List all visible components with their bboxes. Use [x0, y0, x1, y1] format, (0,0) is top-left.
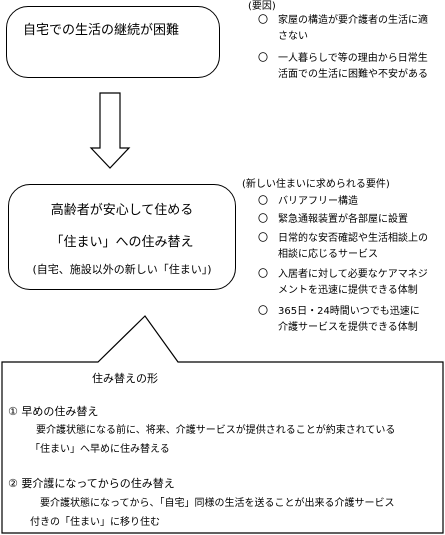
- requirement-text-line1: バリアフリー構造: [278, 196, 358, 207]
- requirement-text-line2: メントを迅速に提供できる体制: [278, 285, 418, 296]
- bullet-circle-icon: 〇: [258, 233, 268, 244]
- cause-text-line1: 一人暮らしで等の理由から日常生: [278, 53, 428, 64]
- middle-box: 高齢者が安心して住める 「住まい」への住み替え (自宅、施設以外の新しい「住まい…: [8, 184, 236, 290]
- down-arrow: [89, 92, 131, 169]
- form1-heading: ① 早めの住み替え: [8, 405, 99, 418]
- requirement-text-line1: 365日・24時間いつでも迅速に: [278, 306, 420, 317]
- requirement-text-line2: 相談に応じるサービス: [278, 249, 378, 260]
- form2-heading: ② 要介護になってからの住み替え: [8, 477, 175, 490]
- requirements-heading: (新しい住まいに求められる要件): [242, 179, 390, 190]
- cause-text-line2: 活面での生活に困難や不安がある: [278, 69, 428, 80]
- top-box-text: 自宅での生活の継続が困難: [23, 23, 180, 38]
- middle-box-line2: 「住まい」への住み替え: [50, 235, 194, 250]
- form1-desc-line2: 「住まい」へ早めに住み替える: [30, 444, 170, 455]
- relocation-forms-title: 住み替えの形: [92, 372, 158, 385]
- form1-desc-line1: 要介護状態になる前に、将来、介護サービスが提供されることが約束されている: [36, 425, 396, 436]
- cause-text-line1: 家屋の構造が要介護者の生活に適: [278, 15, 428, 26]
- bullet-circle-icon: 〇: [258, 269, 268, 280]
- bullet-circle-icon: 〇: [258, 306, 268, 317]
- bullet-circle-icon: 〇: [258, 196, 268, 207]
- middle-box-line1: 高齢者が安心して住める: [50, 203, 194, 218]
- requirement-text-line1: 緊急通報装置が各部屋に設置: [278, 214, 408, 225]
- form2-desc-line2: 付きの「住まい」に移り住む: [30, 517, 160, 528]
- middle-box-line3: (自宅、施設以外の新しい「住まい」): [32, 263, 212, 276]
- bullet-circle-icon: 〇: [258, 214, 268, 225]
- requirement-text-line1: 日常的な安否確認や生活相談上の: [278, 233, 428, 244]
- form2-desc-line1: 要介護状態になってから、「自宅」同様の生活を送ることが出来る介護サービス: [40, 498, 395, 509]
- cause-text-line2: さない: [278, 31, 308, 42]
- requirement-text-line1: 入居者に対して必要なケアマネジ: [278, 269, 428, 280]
- bullet-circle-icon: 〇: [258, 15, 268, 26]
- callout-frame: [1, 315, 444, 534]
- requirement-text-line2: 介護サービスを提供できる体制: [278, 322, 418, 333]
- bullet-circle-icon: 〇: [258, 53, 268, 64]
- causes-heading: (要因): [248, 1, 276, 12]
- top-box: 自宅での生活の継続が困難: [6, 6, 220, 78]
